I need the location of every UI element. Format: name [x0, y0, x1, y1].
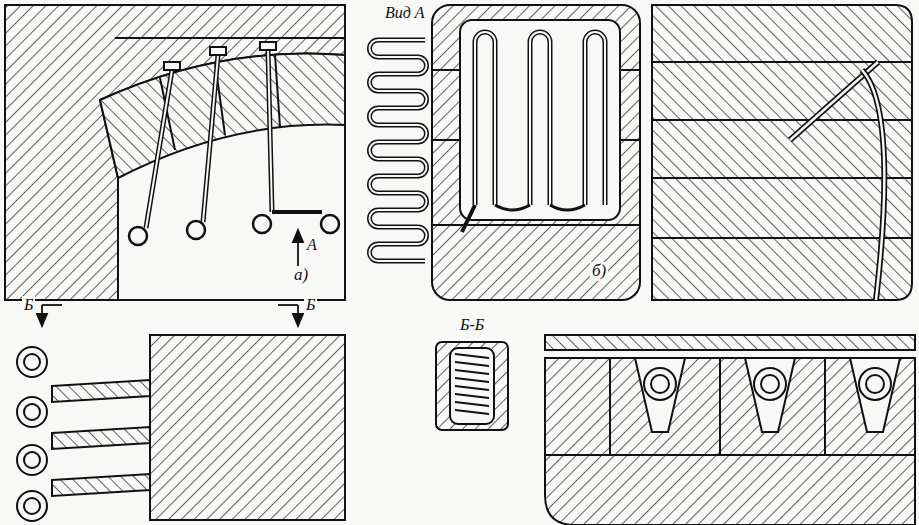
drawing-label: Б-Б — [458, 316, 486, 334]
hearth-groove-section — [545, 335, 915, 525]
drawing-label: б) — [590, 262, 608, 281]
drawing-label: а) — [292, 266, 310, 285]
serpentine-heater — [370, 40, 427, 261]
shelf-section — [17, 335, 345, 521]
section-coil — [436, 342, 508, 430]
heater-hangers — [129, 42, 339, 245]
wall-hairpin-heaters — [432, 5, 640, 300]
wall-rod-heater — [652, 5, 912, 300]
drawing-label: Б — [22, 296, 35, 314]
drawing-label: Вид А — [383, 4, 427, 22]
drawing-label: Б — [304, 296, 317, 314]
view-arrows — [37, 230, 303, 326]
drawing-label: А — [305, 236, 319, 254]
roof-arch-section — [5, 5, 345, 300]
